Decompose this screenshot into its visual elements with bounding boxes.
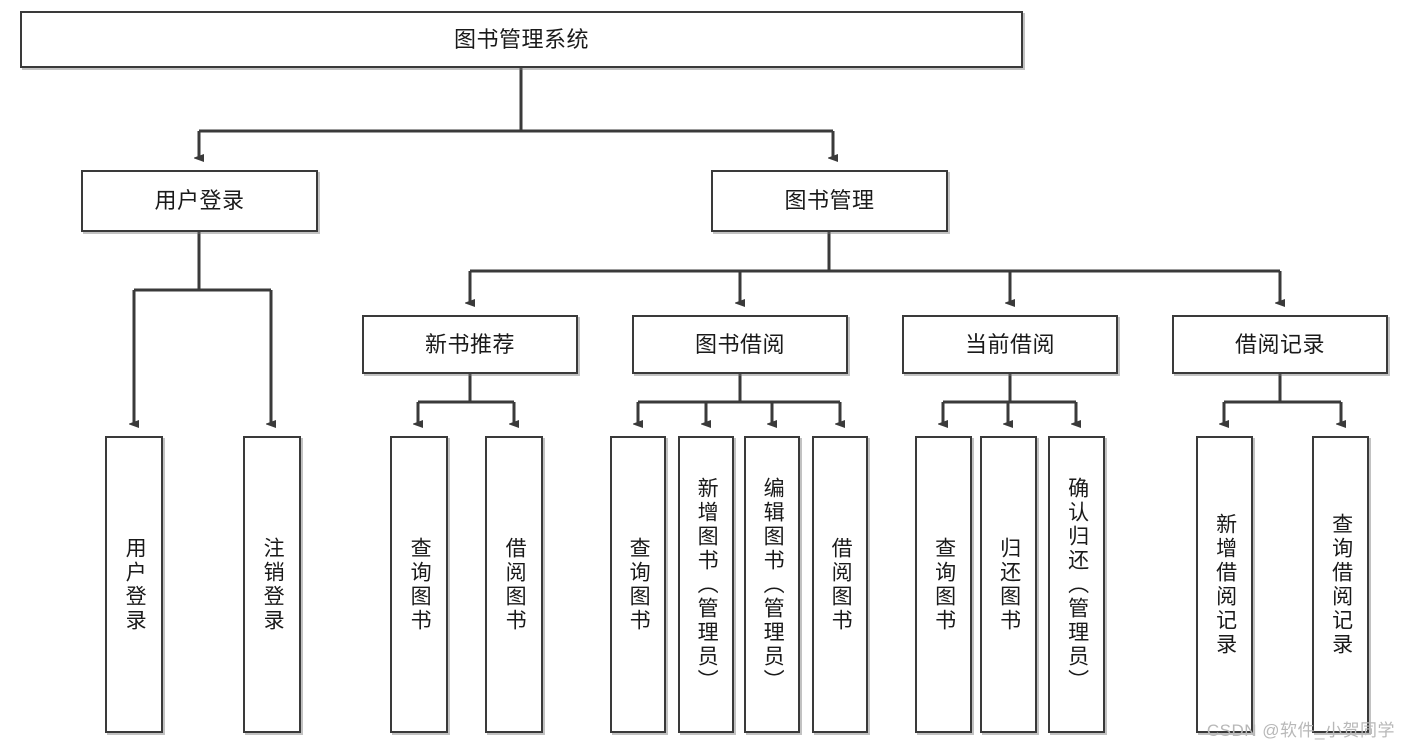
node-current-borrow-label: 当前借阅 — [964, 331, 1055, 357]
node-leaf-add-book[interactable]: 新增图书（管理员） — [678, 436, 734, 733]
node-new-book-rec-label: 新书推荐 — [424, 331, 515, 357]
node-book-manage[interactable]: 图书管理 — [711, 170, 948, 232]
node-leaf-edit-book-label: 编辑图书（管理员） — [761, 476, 785, 693]
node-leaf-query-book-2-label: 查询图书 — [627, 536, 651, 633]
node-leaf-query-book-3[interactable]: 查询图书 — [915, 436, 972, 733]
node-leaf-query-book-2[interactable]: 查询图书 — [610, 436, 666, 733]
watermark-text: CSDN @软件_小贺同学 — [1206, 721, 1395, 740]
node-leaf-user-login-label: 用户登录 — [123, 536, 147, 633]
node-leaf-add-book-label: 新增图书（管理员） — [695, 476, 719, 693]
node-root[interactable]: 图书管理系统 — [20, 11, 1023, 68]
node-leaf-query-book-1[interactable]: 查询图书 — [390, 436, 448, 733]
node-leaf-confirm-return[interactable]: 确认归还（管理员） — [1048, 436, 1105, 733]
node-leaf-confirm-return-label: 确认归还（管理员） — [1065, 476, 1089, 693]
node-borrow-record-label: 借阅记录 — [1234, 331, 1325, 357]
node-leaf-user-login[interactable]: 用户登录 — [105, 436, 163, 733]
node-current-borrow[interactable]: 当前借阅 — [902, 315, 1118, 374]
node-leaf-query-record[interactable]: 查询借阅记录 — [1312, 436, 1369, 733]
node-leaf-return-book[interactable]: 归还图书 — [980, 436, 1037, 733]
node-leaf-query-record-label: 查询借阅记录 — [1329, 512, 1353, 657]
node-leaf-logout-label: 注销登录 — [261, 536, 285, 633]
node-book-borrow[interactable]: 图书借阅 — [632, 315, 848, 374]
node-leaf-add-record[interactable]: 新增借阅记录 — [1196, 436, 1253, 733]
node-book-borrow-label: 图书借阅 — [694, 331, 785, 357]
node-leaf-borrow-book-2-label: 借阅图书 — [829, 536, 853, 633]
node-user-login-label: 用户登录 — [154, 188, 245, 214]
node-root-label: 图书管理系统 — [453, 26, 589, 52]
node-leaf-borrow-book-1[interactable]: 借阅图书 — [485, 436, 543, 733]
node-leaf-return-book-label: 归还图书 — [997, 536, 1021, 633]
node-user-login[interactable]: 用户登录 — [81, 170, 318, 232]
node-leaf-borrow-book-1-label: 借阅图书 — [503, 536, 527, 633]
node-leaf-logout[interactable]: 注销登录 — [243, 436, 301, 733]
node-borrow-record[interactable]: 借阅记录 — [1172, 315, 1388, 374]
node-new-book-rec[interactable]: 新书推荐 — [362, 315, 578, 374]
node-leaf-query-book-1-label: 查询图书 — [408, 536, 432, 633]
node-book-manage-label: 图书管理 — [784, 188, 875, 214]
node-leaf-add-record-label: 新增借阅记录 — [1213, 512, 1237, 657]
node-leaf-edit-book[interactable]: 编辑图书（管理员） — [744, 436, 800, 733]
node-leaf-query-book-3-label: 查询图书 — [932, 536, 956, 633]
node-leaf-borrow-book-2[interactable]: 借阅图书 — [812, 436, 868, 733]
